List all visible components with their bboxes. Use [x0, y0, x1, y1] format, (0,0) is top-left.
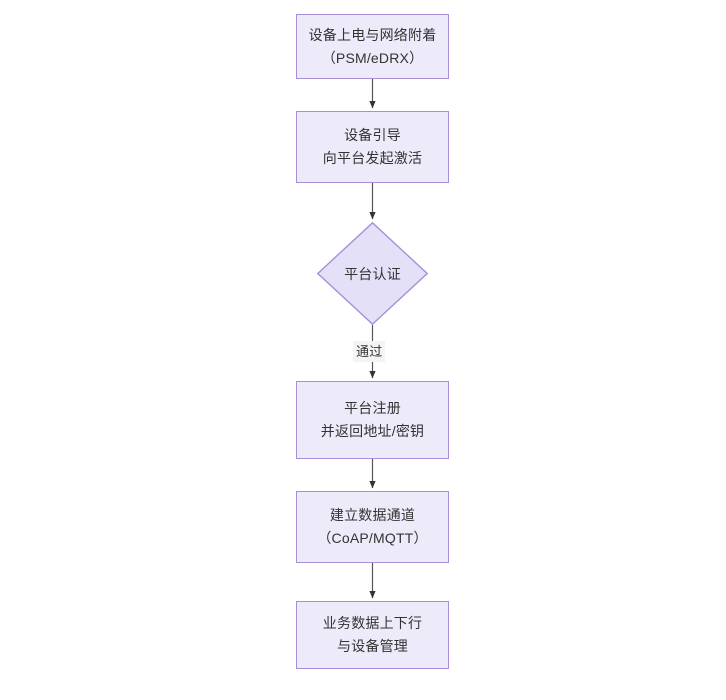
node-power-line-2: （PSM/eDRX） — [321, 49, 424, 66]
node-reg-line-1: 平台注册 — [344, 400, 401, 416]
node-power-line-1: 设备上电与网络附着 — [308, 26, 437, 43]
diamond-shape — [317, 222, 428, 325]
node-boot-line-2: 向平台发起激活 — [322, 150, 423, 166]
node-boot-line-1: 设备引导 — [344, 127, 401, 143]
node-device-power-on[interactable]: 设备上电与网络附着 （PSM/eDRX） — [296, 14, 449, 79]
node-device-bootstrap[interactable]: 设备引导 向平台发起激活 — [296, 111, 449, 183]
node-platform-registration[interactable]: 平台注册 并返回地址/密钥 — [296, 381, 449, 459]
node-channel-line-1: 建立数据通道 — [329, 507, 416, 523]
node-channel-line-2: （CoAP/MQTT） — [317, 530, 428, 546]
node-establish-data-channel[interactable]: 建立数据通道 （CoAP/MQTT） — [296, 491, 449, 563]
node-reg-line-2: 并返回地址/密钥 — [320, 423, 425, 439]
node-data-line-2: 与设备管理 — [337, 638, 408, 654]
node-business-data-exchange[interactable]: 业务数据上下行 与设备管理 — [296, 601, 449, 669]
node-data-line-1: 业务数据上下行 — [322, 615, 423, 631]
node-platform-authentication[interactable]: 平台认证 — [317, 222, 428, 325]
edge-label-pass: 通过 — [353, 341, 386, 362]
